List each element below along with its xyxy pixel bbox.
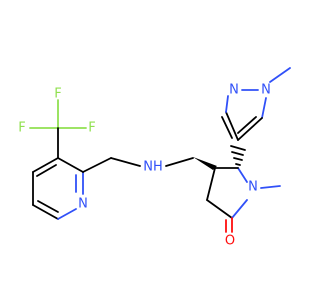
bond-pz-c5-c4 — [237, 117, 263, 141]
hashed-bond-c5 — [230, 145, 246, 166]
bond-n1-methyl — [260, 185, 281, 189]
bonds — [29, 67, 291, 233]
bond-c4-c3 — [206, 167, 216, 201]
bond-pz-n1-methyl — [269, 67, 291, 83]
bond-ch2-a — [82, 157, 112, 173]
atom-n-pyrazole-2: N — [229, 83, 239, 98]
atom-n-pyridine: N — [78, 197, 88, 212]
bond-pz-n1-c5 — [261, 97, 267, 119]
bond-c2-n1 — [231, 199, 248, 219]
bond-pz-c4-c3b — [221, 116, 233, 139]
bond-pyr-3b — [37, 200, 59, 213]
atom-f3: F — [88, 121, 95, 136]
bond-pz-c4-c3 — [225, 111, 239, 141]
bond-c3-c2 — [206, 199, 233, 219]
bond-n1-c5 — [237, 167, 248, 183]
atom-n-pyrazole-1: N — [261, 83, 271, 98]
bond-ch2-b — [110, 157, 141, 167]
bond-pyr-3 — [32, 204, 59, 220]
bond-nh-ch2 — [165, 157, 194, 167]
bond-pyr-4 — [57, 208, 77, 220]
atom-n-lactam: N — [248, 180, 258, 195]
bond-pyr-1 — [32, 157, 59, 173]
bond-pz-c3-n2 — [225, 95, 229, 113]
atom-o-carbonyl: O — [225, 234, 235, 249]
atom-f1: F — [18, 121, 25, 136]
wedge-bond-c4 — [193, 157, 217, 170]
molecule-structure: F F F N NH N O N N — [18, 67, 291, 249]
atom-nh: NH — [143, 160, 163, 175]
bond-pyr-6 — [57, 157, 84, 173]
atom-f2: F — [54, 87, 61, 102]
atom-labels: F F F N NH N O N N — [18, 83, 271, 249]
bond-pz-c5-c4b — [237, 116, 257, 134]
bond-pyr-1b — [36, 164, 57, 177]
